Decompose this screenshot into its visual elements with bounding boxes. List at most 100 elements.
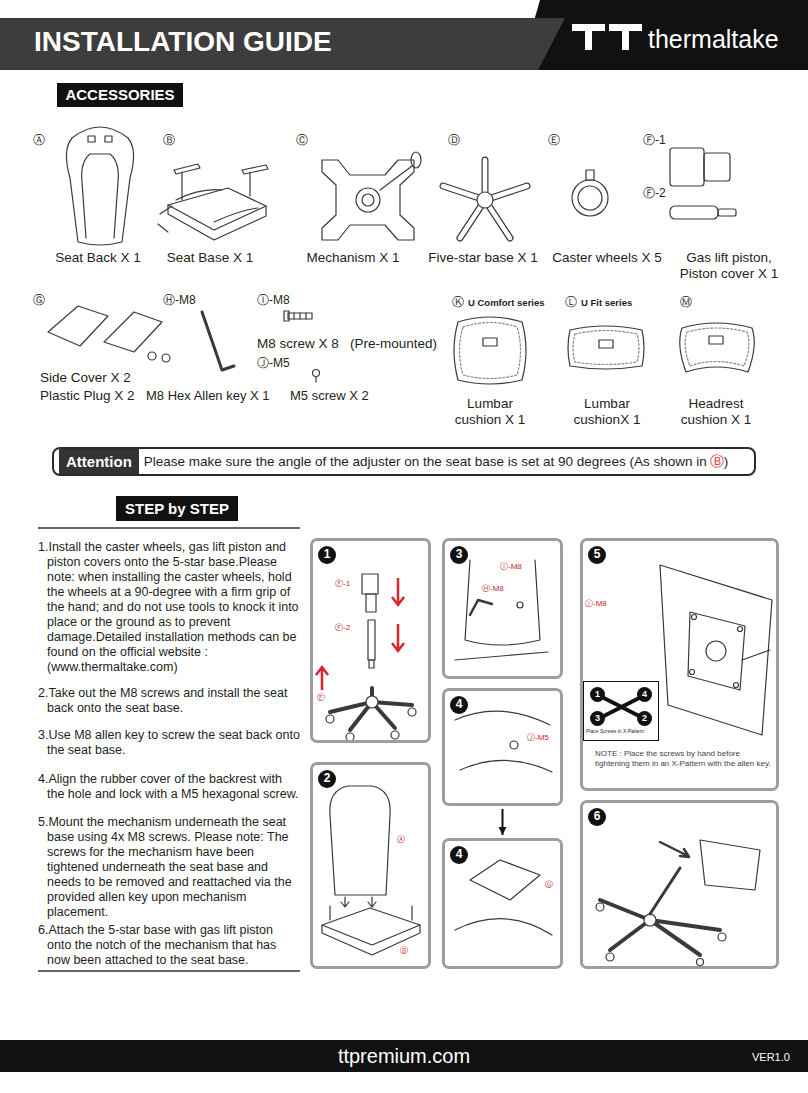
- drawing-path: [315, 377, 316, 382]
- page-title: INSTALLATION GUIDE: [34, 26, 332, 58]
- part-letter: Ⓕ-2: [643, 186, 666, 200]
- step-instruction: 5.Mount the mechanism underneath the sea…: [38, 815, 300, 920]
- section-heading: ACCESSORIES: [57, 83, 183, 107]
- part-callout: Ⓘ-M8: [585, 599, 607, 608]
- drawing-circle: [606, 953, 614, 961]
- drawing-circle: [313, 370, 320, 377]
- drawing-path: [465, 560, 540, 645]
- drawing-path: [330, 786, 390, 895]
- pattern-number-text: 1: [595, 689, 600, 699]
- drawing-circle: [738, 627, 743, 632]
- pattern-number: 2: [637, 711, 652, 726]
- part-caption: Caster wheels X 5: [507, 250, 707, 266]
- drawing-rect: [586, 170, 594, 180]
- part-callout: Ⓕ-2: [335, 623, 350, 632]
- step-number: 1: [318, 546, 336, 564]
- part-caption: Plastic Plug X 2: [40, 388, 135, 404]
- drawing-path: [330, 688, 412, 730]
- part-caption: M8 screw X 8: [257, 336, 339, 352]
- pattern-number: 4: [637, 687, 652, 702]
- step-number: 6: [588, 808, 606, 826]
- attention-text: ): [724, 454, 729, 470]
- step-instruction: 2.Take out the M8 screws and install the…: [38, 686, 300, 716]
- step-panel: Ⓘ-M8Ⓗ-M83: [442, 538, 563, 679]
- attention-tag: Attention: [59, 449, 139, 474]
- drawing-circle: [578, 186, 602, 210]
- step-panel: 6: [580, 800, 779, 969]
- drawing-path: [341, 897, 376, 907]
- drawing-path: [158, 206, 172, 232]
- drawing-circle: [408, 708, 416, 716]
- footer-bar: [0, 1040, 808, 1072]
- drawing-rect: [366, 594, 376, 612]
- part-letter: Ⓐ: [33, 133, 45, 147]
- drawing-circle: [510, 741, 518, 749]
- step-panel: Ⓙ-M54: [442, 688, 563, 806]
- red-arrows: [316, 578, 404, 690]
- drawing-circle: [477, 192, 493, 208]
- drawing-rect: [362, 574, 378, 594]
- attention-box: AttentionPlease make sure the angle of t…: [52, 447, 756, 476]
- part-caption: M8 Hex Allen key X 1: [146, 388, 270, 404]
- flow-arrow: [499, 809, 507, 835]
- star-base-drawing: [443, 160, 527, 238]
- drawing-rect: [483, 338, 497, 346]
- part-letter: Ⓑ: [163, 133, 175, 147]
- drawing-path: [573, 331, 639, 365]
- part-callout: Ⓕ-1: [335, 579, 350, 588]
- drawing-path: [294, 313, 306, 319]
- version: VER1.0: [752, 1051, 790, 1064]
- part-letter: Ⓜ: [680, 295, 692, 309]
- drawing-rect: [670, 206, 718, 219]
- drawing-circle: [391, 731, 399, 739]
- step-number: 5: [588, 546, 606, 564]
- part-letter: Ⓔ: [548, 133, 560, 147]
- step-instruction: 6.Attach the 5-star base with gas lift p…: [38, 923, 300, 968]
- part-callout: Ⓔ: [317, 693, 325, 702]
- drawing-path: [455, 711, 550, 725]
- drawing-circle: [572, 180, 608, 216]
- step-number-text: 2: [324, 772, 331, 786]
- drawing-circle: [366, 696, 378, 708]
- step-number-text: 1: [324, 548, 331, 562]
- footer-band: ttpremium.comVER1.0: [0, 1040, 808, 1072]
- brand-logo: [572, 24, 642, 50]
- part-letter: Ⓓ: [448, 133, 460, 147]
- section-heading: STEP by STEP: [116, 496, 238, 521]
- drawing-path: [82, 154, 119, 238]
- part-letter: Ⓚ: [452, 295, 464, 309]
- drawing-path: [322, 160, 414, 240]
- step-panel: ⒶⒷ2: [310, 762, 431, 969]
- drawing-path: [202, 312, 234, 370]
- drawing-path: [660, 842, 689, 857]
- drawing-rect: [284, 311, 289, 321]
- drawing-rect: [105, 136, 112, 142]
- drawing-rect: [88, 136, 95, 142]
- drawing-path: [66, 127, 133, 245]
- step-instruction: 3.Use M8 allen key to screw the seat bac…: [38, 728, 300, 758]
- part-callout: Ⓘ-M8: [500, 562, 522, 571]
- drawing-path: [660, 565, 772, 735]
- x-pattern-box: Place Screws in X-Pattern1432: [583, 681, 659, 741]
- drawing-path: [680, 323, 755, 372]
- arrow-head: [499, 827, 507, 835]
- drawing-path: [470, 600, 492, 615]
- drawing-path: [242, 165, 268, 196]
- drawing-rect: [599, 340, 613, 348]
- drawing-path: [455, 652, 548, 660]
- drawing-path: [443, 160, 527, 238]
- part-caption: Lumbar cushionX 1: [561, 396, 653, 428]
- part-callout: Ⓑ: [400, 946, 408, 955]
- drawing-ellipse: [411, 152, 421, 168]
- drawing-path: [392, 578, 404, 605]
- step-number-text: 4: [456, 848, 463, 862]
- step-instruction: 1.Install the caster wheels, gas lift pi…: [38, 540, 300, 675]
- series-name: U Comfort series: [468, 297, 545, 308]
- note-text: NOTE : Place the screws by hand before t…: [595, 749, 773, 769]
- part-letter: Ⓙ-M5: [257, 356, 290, 370]
- drawing-rect: [368, 620, 375, 660]
- step-number: 2: [318, 770, 336, 788]
- drawing-circle: [692, 615, 697, 620]
- drawing-path: [104, 312, 162, 352]
- step-number-text: 6: [594, 810, 601, 824]
